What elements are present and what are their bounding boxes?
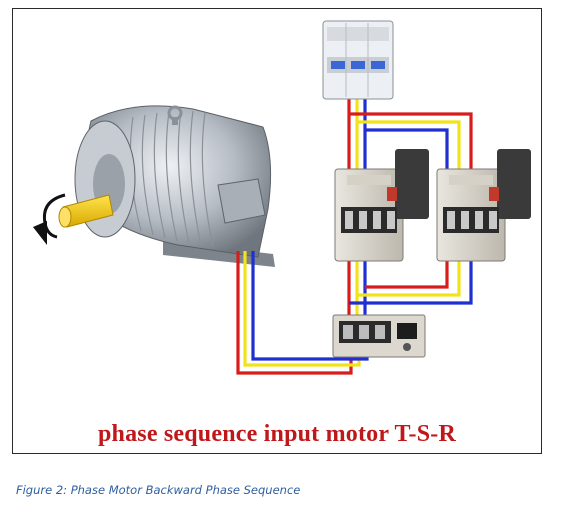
contactor-icon (334, 149, 429, 262)
wiring-diagram (33, 20, 531, 375)
overload-relay-icon (332, 314, 426, 358)
circuit-breaker-icon (322, 20, 394, 100)
figure-caption: Figure 2: Phase Motor Backward Phase Seq… (16, 483, 301, 497)
counterclockwise-arrow-icon (33, 193, 66, 245)
wiring (236, 99, 473, 375)
diagram-frame: phase sequence input motor T-S-R (12, 8, 542, 454)
diagram-title: phase sequence input motor T-S-R (97, 421, 457, 447)
motor-icon (58, 105, 275, 267)
contactor-icon (436, 149, 531, 262)
